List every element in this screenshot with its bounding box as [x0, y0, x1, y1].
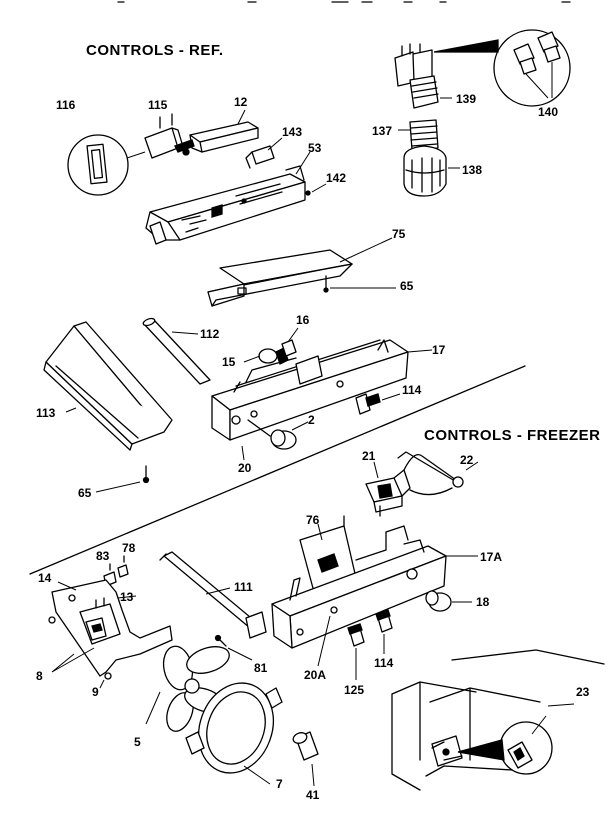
- clip-143: [245, 137, 283, 169]
- callout-17: 17: [432, 343, 446, 357]
- lamp-socket-139: [394, 43, 452, 109]
- callout-20A: 20A: [304, 668, 327, 682]
- callout-138: 138: [462, 163, 483, 177]
- control-housing-53: [145, 151, 327, 245]
- callout-17A: 17A: [480, 550, 503, 564]
- bracket-75: [207, 237, 396, 307]
- rod-112: [142, 317, 211, 385]
- freezer-controls-title: CONTROLS - FREEZER: [424, 427, 601, 444]
- screw-65-lower: [95, 465, 150, 493]
- knob-18: [425, 590, 472, 612]
- callout-81: 81: [254, 661, 268, 675]
- sensor-tube-22: [397, 451, 479, 496]
- callout-75: 75: [392, 227, 406, 241]
- callout-76: 76: [306, 513, 320, 527]
- thermostat-21: [365, 461, 411, 517]
- callout-83: 83: [96, 549, 110, 563]
- callout-7: 7: [276, 777, 283, 791]
- callout-15: 15: [222, 355, 236, 369]
- callout-41: 41: [306, 788, 320, 802]
- callout-116: 116: [56, 98, 76, 112]
- section-divider-line: [29, 365, 526, 575]
- connector-140-detail: [433, 29, 571, 107]
- callout-125: 125: [344, 683, 365, 697]
- callout-114-freezer: 114: [374, 656, 394, 670]
- callout-65-upper: 65: [400, 279, 414, 293]
- callout-143: 143: [282, 125, 303, 139]
- callout-112: 112: [200, 327, 220, 341]
- knob-2: [241, 419, 309, 461]
- callout-137: 137: [372, 124, 393, 138]
- screw-125: [347, 623, 365, 680]
- fan-shroud-7: [185, 682, 283, 785]
- fan-blade-5: [145, 645, 230, 732]
- callout-53: 53: [308, 141, 322, 155]
- callout-14: 14: [38, 571, 52, 585]
- callout-111: 111: [234, 580, 253, 594]
- callout-13: 13: [120, 590, 134, 604]
- callout-65-lower: 65: [78, 486, 92, 500]
- lamp-bulb-137-138: [398, 119, 460, 197]
- callout-78: 78: [122, 541, 136, 555]
- callout-22: 22: [460, 453, 474, 467]
- callout-18: 18: [476, 595, 490, 609]
- lead-20A: [317, 615, 331, 667]
- callout-140: 140: [538, 105, 559, 119]
- callout-12: 12: [234, 95, 248, 109]
- callout-21: 21: [362, 449, 376, 463]
- callout-113: 113: [36, 406, 56, 420]
- callout-114-ref: 114: [402, 383, 422, 397]
- channel-113: [43, 321, 173, 451]
- cabinet-corner-23: [391, 649, 605, 791]
- lead-9: [99, 679, 105, 689]
- callout-20: 20: [238, 461, 252, 475]
- callout-115: 115: [148, 98, 168, 112]
- callout-16: 16: [296, 313, 310, 327]
- screw-41: [292, 731, 319, 787]
- switch-115: [144, 113, 195, 159]
- callout-5: 5: [134, 735, 141, 749]
- callout-9: 9: [92, 685, 99, 699]
- callout-142: 142: [326, 171, 347, 185]
- callout-2: 2: [308, 413, 315, 427]
- fan-motor-13: [79, 595, 137, 645]
- callout-139: 139: [456, 92, 477, 106]
- harness-111: [159, 551, 267, 639]
- lamp-holder-17: [211, 327, 433, 441]
- callout-8: 8: [36, 669, 43, 683]
- ref-controls-title: CONTROLS - REF.: [86, 42, 224, 59]
- screw-81: [214, 634, 253, 661]
- lead-8: [51, 647, 95, 673]
- screw-114-freezer: [375, 609, 393, 654]
- gasket-116-detail: [67, 134, 146, 196]
- screw-114-ref: [355, 393, 401, 415]
- frame-76: [299, 515, 409, 593]
- callout-23: 23: [576, 685, 590, 699]
- control-housing-17A: [271, 539, 478, 649]
- cover-12: [189, 109, 259, 153]
